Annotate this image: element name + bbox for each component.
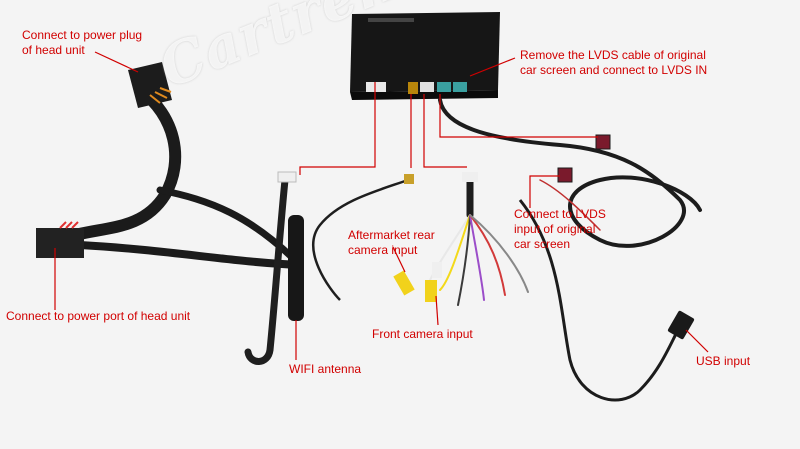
label-front-camera: Front camera input xyxy=(372,327,473,341)
power-port-connector-head-unit xyxy=(36,221,84,258)
label-usb-input: USB input xyxy=(696,354,751,368)
rca-plugs xyxy=(393,262,442,302)
label-lvds-screen: Connect to LVDS input of original car sc… xyxy=(514,207,606,251)
leader-power-plug xyxy=(94,51,139,73)
label-rear-camera: Aftermarket rear camera input xyxy=(348,228,435,257)
label-power-plug: Connect to power plug of head unit xyxy=(22,28,143,57)
power-port-connector xyxy=(366,82,386,92)
leader-module-power xyxy=(299,82,376,175)
power-plug-connector xyxy=(128,62,172,108)
interface-module-box xyxy=(350,12,500,100)
lvds-cable xyxy=(438,98,702,248)
module-power-cable xyxy=(244,171,297,365)
leader-rear-camera xyxy=(392,246,406,273)
label-power-port: Connect to power port of head unit xyxy=(6,309,191,323)
lvds-out-connector xyxy=(437,82,451,92)
wifi-antenna xyxy=(288,174,414,321)
wifi-port-connector xyxy=(408,82,418,94)
label-lvds-in: Remove the LVDS cable of original car sc… xyxy=(520,48,708,77)
label-wifi-antenna: WIFI antenna xyxy=(289,362,362,376)
leader-lvds-screen xyxy=(529,175,560,208)
camera-breakout-cable xyxy=(429,172,529,306)
lvds-in-connector xyxy=(453,82,467,92)
usb-cable xyxy=(518,199,695,402)
leader-aux-port xyxy=(423,94,467,168)
aux-port-connector xyxy=(420,82,434,92)
leader-lines xyxy=(54,51,709,360)
leader-front-camera xyxy=(435,295,439,326)
leader-lvds-in xyxy=(469,57,516,77)
leader-usb xyxy=(685,329,709,353)
leader-lvds-out xyxy=(439,94,598,138)
